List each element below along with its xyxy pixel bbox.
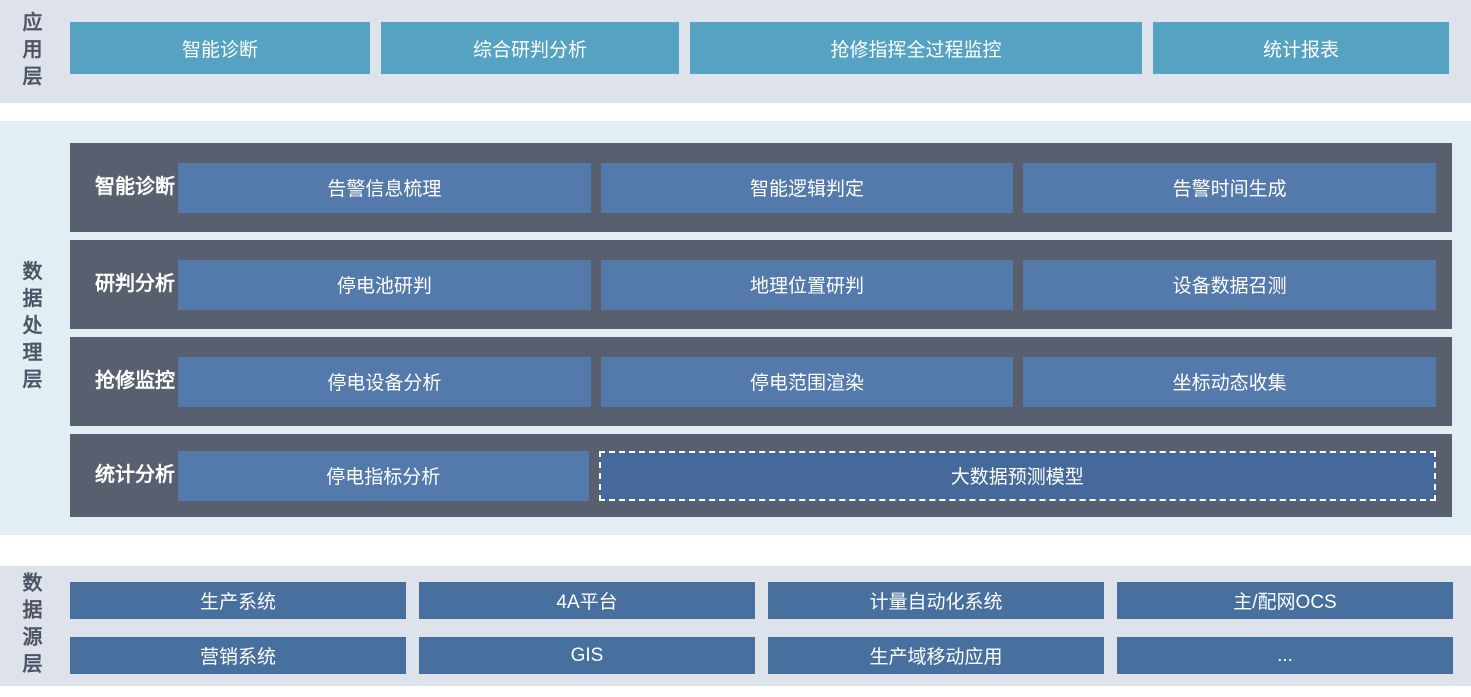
- row-title: 智能诊断: [95, 176, 175, 198]
- proc-block-outage-range-rendering: 停电范围渲染: [600, 356, 1014, 407]
- row-boxes: 停电池研判 地理位置研判 设备数据召测: [178, 259, 1452, 310]
- data-source-layer-label: 数据源层: [19, 572, 41, 680]
- data-processing-layer-band: 数据处理层 智能诊断 告警信息梳理 智能逻辑判定 告警时间生成 研判分析 停电池…: [0, 121, 1471, 535]
- proc-block-device-data-call-test: 设备数据召测: [1023, 259, 1437, 310]
- application-layer-label: 应用层: [19, 11, 41, 92]
- src-block-production-mobile-app: 生产域移动应用: [768, 637, 1104, 674]
- row-boxes: 停电指标分析 大数据预测模型: [178, 450, 1452, 501]
- src-block-ellipsis: ...: [1117, 637, 1453, 674]
- application-button-row: 智能诊断 综合研判分析 抢修指挥全过程监控 统计报表: [70, 22, 1449, 74]
- src-block-metering-automation-system: 计量自动化系统: [768, 582, 1104, 619]
- row-boxes: 告警信息梳理 智能逻辑判定 告警时间生成: [178, 162, 1452, 213]
- proc-block-outage-analysis: 停电池研判: [178, 259, 591, 310]
- proc-block-coordinate-dynamic-collection: 坐标动态收集: [1023, 356, 1437, 407]
- src-block-4a-platform: 4A平台: [419, 582, 755, 619]
- data-source-layer-band: 数据源层 生产系统 4A平台 计量自动化系统 主/配网OCS 营销系统 GIS …: [0, 566, 1471, 686]
- proc-block-alarm-info-sorting: 告警信息梳理: [178, 162, 591, 213]
- src-block-marketing-system: 营销系统: [70, 637, 406, 674]
- datasource-row-1: 生产系统 4A平台 计量自动化系统 主/配网OCS: [70, 582, 1453, 619]
- proc-block-geographic-location-analysis: 地理位置研判: [600, 259, 1014, 310]
- proc-block-outage-indicator-analysis: 停电指标分析: [178, 450, 589, 501]
- datasource-row-2: 营销系统 GIS 生产域移动应用 ...: [70, 637, 1453, 674]
- processing-row-statistical-analysis: 统计分析 停电指标分析 大数据预测模型: [70, 434, 1452, 517]
- src-block-production-system: 生产系统: [70, 582, 406, 619]
- row-title: 研判分析: [95, 273, 175, 295]
- datasource-rows: 生产系统 4A平台 计量自动化系统 主/配网OCS 营销系统 GIS 生产域移动…: [70, 582, 1453, 674]
- src-block-gis: GIS: [419, 637, 755, 674]
- application-layer-band: 应用层 智能诊断 综合研判分析 抢修指挥全过程监控 统计报表: [0, 0, 1471, 103]
- src-block-main-distribution-ocs: 主/配网OCS: [1117, 582, 1453, 619]
- proc-block-big-data-prediction-model: 大数据预测模型: [598, 450, 1436, 501]
- processing-row-intelligent-diagnosis: 智能诊断 告警信息梳理 智能逻辑判定 告警时间生成: [70, 143, 1452, 232]
- app-block-comprehensive-analysis: 综合研判分析: [381, 22, 679, 74]
- data-processing-layer-label: 数据处理层: [19, 260, 41, 396]
- processing-row-repair-monitoring: 抢修监控 停电设备分析 停电范围渲染 坐标动态收集: [70, 337, 1452, 426]
- processing-row-analysis: 研判分析 停电池研判 地理位置研判 设备数据召测: [70, 240, 1452, 329]
- row-boxes: 停电设备分析 停电范围渲染 坐标动态收集: [178, 356, 1452, 407]
- proc-block-intelligent-logic-judgment: 智能逻辑判定: [600, 162, 1014, 213]
- app-block-statistical-reports: 统计报表: [1153, 22, 1449, 74]
- app-block-intelligent-diagnosis: 智能诊断: [70, 22, 370, 74]
- proc-block-alarm-time-generation: 告警时间生成: [1023, 162, 1437, 213]
- proc-block-outage-device-analysis: 停电设备分析: [178, 356, 591, 407]
- row-title: 抢修监控: [95, 370, 175, 392]
- app-block-repair-command-monitoring: 抢修指挥全过程监控: [690, 22, 1142, 74]
- processing-rows: 智能诊断 告警信息梳理 智能逻辑判定 告警时间生成 研判分析 停电池研判 地理位…: [70, 143, 1452, 517]
- row-title: 统计分析: [95, 464, 175, 486]
